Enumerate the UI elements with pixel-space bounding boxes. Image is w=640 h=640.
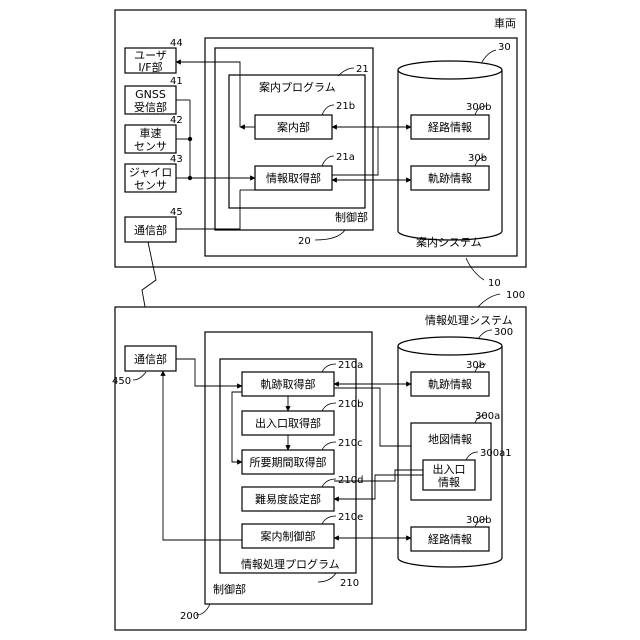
info-acq-label: 情報取得部 [266,171,321,185]
gyro-sensor-label-1: ジャイロ [129,166,172,179]
guide-unit-label: 案内部 [277,120,310,134]
entry-info-ref: 300a1 [480,448,512,459]
info-program-label: 情報処理プログラム [241,557,340,571]
vehicle-title: 車両 [494,16,516,30]
difficulty-ref: 210d [338,475,363,486]
vehicle-route-info-label: 経路情報 [428,121,472,134]
entry-acq-label: 出入口取得部 [255,416,321,430]
gnss-label-2: 受信部 [134,100,167,114]
info-program-ref: 210 [340,578,359,589]
period-acq-ref: 210c [338,438,363,449]
entry-info-label-2: 情報 [438,476,460,489]
vehicle-section: 車両 10 ユーザ I/F部 44 GNSS 受信部 41 車速 センサ 42 … [115,10,526,289]
server-track-info-ref: 30b [466,360,485,371]
gnss-ref: 41 [170,76,183,87]
gyro-sensor-label-2: センサ [134,179,167,192]
server-comm-ref: 450 [112,376,131,387]
vehicle-track-info-ref: 30b [468,153,487,164]
vehicle-guide-system-label: 案内システム [416,235,482,249]
server-control-label: 制御部 [213,582,246,596]
server-comm-label: 通信部 [134,352,167,366]
server-section: 100 情報処理システム 通信部 450 制御部 200 情報処理プログラム 2… [112,290,526,630]
speed-sensor-label-1: 車速 [140,126,162,140]
user-if-label-2: I/F部 [138,60,162,74]
user-if-ref: 44 [170,38,183,49]
vehicle-control-ref: 20 [298,236,311,247]
entry-acq-ref: 210b [338,399,363,410]
speed-sensor-label-2: センサ [134,140,167,153]
server-route-info-ref: 300b [466,515,491,526]
speed-sensor-ref: 42 [170,115,183,126]
gyro-sensor-ref: 43 [170,154,183,165]
vehicle-route-info-ref: 300b [466,102,491,113]
map-info-label: 地図情報 [428,433,472,446]
guide-ctrl-label: 案内制御部 [261,529,316,543]
server-ref: 100 [506,290,525,301]
entry-info-label-1: 出入口 [433,462,466,476]
vehicle-db-ref: 30 [498,42,511,53]
vehicle-control-label: 制御部 [335,210,368,224]
guide-program-ref: 21 [356,64,369,75]
map-info-ref: 300a [475,411,500,422]
server-db-ref: 300 [494,327,513,338]
vehicle-track-info-label: 軌跡情報 [428,171,472,185]
guide-ctrl-ref: 210e [338,512,363,523]
server-track-info-label: 軌跡情報 [428,377,472,391]
vehicle-ref: 10 [488,278,501,289]
server-route-info-label: 経路情報 [428,533,472,546]
vehicle-comm-label: 通信部 [134,223,167,237]
difficulty-label: 難易度設定部 [255,492,321,506]
track-acq-ref: 210a [338,360,363,371]
period-acq-label: 所要期間取得部 [250,455,327,469]
server-control-ref: 200 [180,611,199,622]
gnss-label-1: GNSS [135,88,166,101]
vehicle-comm-ref: 45 [170,207,183,218]
guide-program-label: 案内プログラム [259,80,336,94]
info-acq-ref: 21a [336,152,355,163]
track-acq-label: 軌跡取得部 [261,377,316,391]
guide-unit-ref: 21b [336,101,355,112]
server-system-label: 情報処理システム [425,314,513,327]
